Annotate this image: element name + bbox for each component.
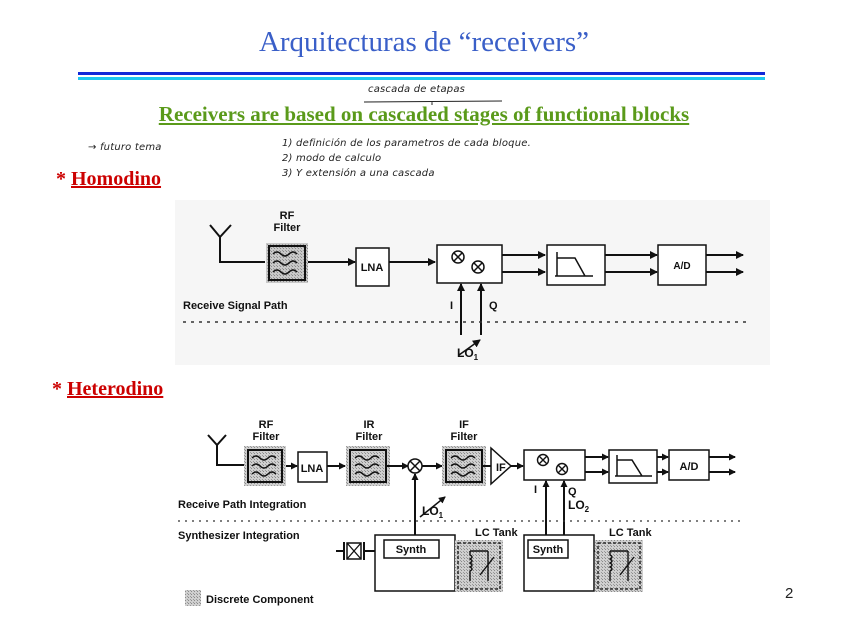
antenna-icon bbox=[209, 224, 265, 263]
lna-block bbox=[355, 247, 390, 287]
synth-label: Synth bbox=[396, 544, 427, 556]
handwritten-list: 1) definición de los parametros de cada … bbox=[282, 136, 531, 181]
handwritten-note-cascada: cascada de etapas bbox=[368, 84, 466, 95]
region-label-receive-signal-path: Receive Signal Path bbox=[183, 300, 288, 312]
title-rule-dark bbox=[78, 72, 765, 75]
lowpass-icon bbox=[555, 252, 593, 277]
homodyne-block-diagram: RF Filter LNA A/D I Q LO1 Receive Signal… bbox=[175, 200, 770, 365]
lowpass-filter-block bbox=[608, 449, 658, 484]
synth-inner-box bbox=[527, 539, 569, 559]
tunable-arrow-icon bbox=[419, 496, 446, 518]
antenna-icon bbox=[207, 434, 244, 466]
adc-block bbox=[668, 449, 710, 481]
i-label: I bbox=[450, 300, 453, 312]
ir-filter-label-1: IR bbox=[364, 419, 375, 431]
lowpass-icon bbox=[615, 455, 652, 477]
ir-filter-block bbox=[346, 446, 390, 486]
adc-label: A/D bbox=[680, 461, 699, 473]
section-label: Homodino bbox=[71, 168, 162, 190]
mixer-icon bbox=[536, 453, 550, 467]
ir-filter-label-2: Filter bbox=[356, 431, 384, 443]
region-label-synthesizer: Synthesizer Integration bbox=[178, 530, 300, 542]
handwritten-list-item: 1) definición de los parametros de cada … bbox=[282, 138, 531, 149]
lc-tank-block bbox=[595, 540, 643, 592]
q-label: Q bbox=[489, 300, 498, 312]
bullet: * bbox=[56, 168, 66, 190]
rf-filter-label-2: Filter bbox=[253, 431, 281, 443]
rf-filter-block bbox=[244, 446, 286, 486]
section-heading-heterodino: * Heterodino bbox=[52, 378, 163, 401]
handwritten-list-item: 3) Y extensión a una cascada bbox=[282, 168, 435, 179]
section-label: Heterodino bbox=[67, 378, 164, 400]
rf-filter-label-2: Filter bbox=[274, 222, 302, 234]
tunable-arrow-icon bbox=[458, 339, 481, 356]
lc-tank-label: LC Tank bbox=[475, 527, 518, 539]
lo1-label: LO1 bbox=[457, 346, 479, 362]
mixer-icon bbox=[451, 250, 465, 264]
lowpass-filter-block bbox=[546, 244, 606, 286]
synth-inner-box bbox=[383, 539, 440, 559]
slide-subtitle: Receivers are based on cascaded stages o… bbox=[158, 102, 690, 126]
filter-wave-icon bbox=[251, 455, 277, 477]
lo2-label: LO2 bbox=[568, 498, 590, 514]
if-amp-label: IF bbox=[496, 462, 506, 474]
lna-label: LNA bbox=[361, 262, 384, 274]
lo1-label: LO1 bbox=[422, 504, 444, 520]
if-filter-block bbox=[442, 446, 486, 486]
rf-filter-block bbox=[266, 243, 308, 283]
mixer-icon bbox=[471, 260, 485, 274]
handwritten-brace bbox=[363, 100, 503, 105]
rf-filter-label-1: RF bbox=[280, 210, 295, 222]
handwritten-list-item: 2) modo de calculo bbox=[282, 153, 382, 164]
iq-mixer-block bbox=[436, 244, 503, 284]
inductor-capacitor-icon bbox=[608, 550, 635, 581]
synth-label: Synth bbox=[533, 544, 564, 556]
legend-label: Discrete Component bbox=[206, 594, 314, 606]
adc-label: A/D bbox=[673, 261, 690, 272]
lna-label: LNA bbox=[301, 463, 324, 475]
bullet: * bbox=[52, 378, 62, 400]
region-label-receive-path: Receive Path Integration bbox=[178, 499, 307, 511]
crystal-icon bbox=[336, 542, 375, 560]
iq-mixer-block bbox=[523, 449, 586, 481]
if-filter-label-2: Filter bbox=[451, 431, 479, 443]
filter-wave-icon bbox=[450, 455, 476, 477]
discrete-component-legend-swatch bbox=[185, 590, 201, 606]
mixer-icon bbox=[407, 458, 423, 474]
filter-wave-icon bbox=[354, 455, 380, 477]
if-amplifier-icon bbox=[490, 446, 513, 486]
mixer-icon bbox=[555, 462, 569, 476]
section-heading-homodino: * Homodino bbox=[56, 168, 161, 191]
slide-title: Arquitecturas de “receivers” bbox=[258, 26, 590, 58]
filter-wave-icon bbox=[272, 251, 298, 275]
q-label: Q bbox=[568, 486, 577, 498]
inductor-capacitor-icon bbox=[468, 550, 495, 581]
heterodyne-block-diagram: RF Filter LNA IR Filter IF Filter IF bbox=[178, 419, 745, 606]
title-rule-light bbox=[78, 77, 765, 80]
lc-tank-label: LC Tank bbox=[609, 527, 652, 539]
i-label: I bbox=[534, 484, 537, 496]
rf-filter-label-1: RF bbox=[259, 419, 274, 431]
lc-tank-block bbox=[455, 540, 503, 592]
page-number: 2 bbox=[785, 585, 794, 602]
if-filter-label-1: IF bbox=[459, 419, 469, 431]
adc-block bbox=[657, 244, 707, 286]
handwritten-note-futuro: → futuro tema bbox=[88, 142, 162, 153]
